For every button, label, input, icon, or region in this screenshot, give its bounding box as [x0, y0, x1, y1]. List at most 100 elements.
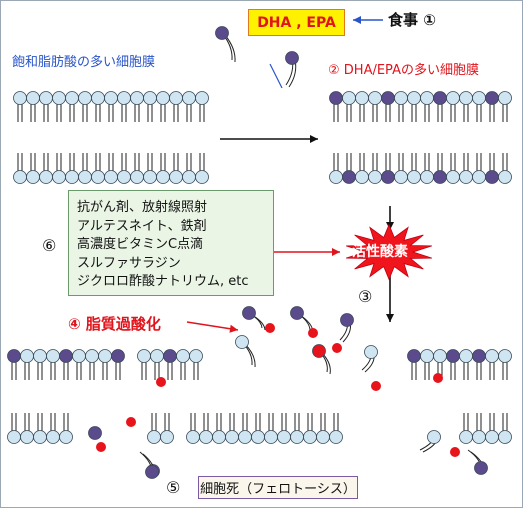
phospholipid — [316, 413, 330, 444]
lipid-head — [329, 170, 343, 184]
phospholipid — [407, 91, 421, 122]
phospholipid — [303, 413, 317, 444]
phospholipid — [46, 349, 60, 380]
lipid-head — [156, 91, 170, 105]
dha-lipid — [381, 153, 395, 184]
oxidized-lipid-dot — [96, 442, 106, 452]
dha-lipid — [485, 153, 499, 184]
dha-lipid — [163, 349, 177, 380]
phospholipid — [195, 153, 209, 184]
lipid-head — [472, 430, 486, 444]
lipid-head — [368, 170, 382, 184]
phospholipid — [459, 153, 473, 184]
active-oxygen-label: 活性酸素 — [352, 244, 408, 260]
lipid-head — [238, 430, 252, 444]
lipid-head — [98, 349, 112, 363]
lipid-head — [65, 170, 79, 184]
lipid-head — [7, 430, 21, 444]
lipid-head — [104, 91, 118, 105]
phospholipid — [52, 91, 66, 122]
phospholipid — [212, 413, 226, 444]
lipid-head — [446, 170, 460, 184]
dha-head — [381, 91, 395, 105]
phospholipid — [130, 91, 144, 122]
dha-lipid — [472, 349, 486, 380]
dha-head — [7, 349, 21, 363]
dha-epa-label: DHA , EPA — [257, 14, 336, 31]
oxygen-to-peroxidation-arrow — [386, 270, 394, 322]
oxidant-drug-list: 抗がん剤、放射線照射 アルテスネイト、鉄剤 高濃度ビタミンC点滴 スルファサラジ… — [68, 190, 274, 296]
lipid-head — [368, 91, 382, 105]
lipid-head — [251, 430, 265, 444]
damaged-membrane-bilayer — [7, 349, 512, 478]
phospholipid — [459, 91, 473, 122]
active-oxygen-burst — [345, 223, 433, 281]
lipid-head — [91, 170, 105, 184]
dha-membrane-label: ② DHA/EPAの多い細胞膜 — [328, 63, 479, 78]
dha-head — [88, 426, 102, 440]
phospholipid — [472, 413, 486, 444]
lipid-head — [130, 91, 144, 105]
oxidized-lipid-dot — [433, 373, 443, 383]
step3-marker: ③ — [358, 287, 373, 306]
phospholipid — [39, 91, 53, 122]
phospholipid — [78, 91, 92, 122]
phospholipid — [368, 153, 382, 184]
lipid-head — [78, 170, 92, 184]
lipid-head — [147, 430, 161, 444]
dha-head — [472, 349, 486, 363]
cell-death-box: 細胞死（フェロトーシス） — [198, 476, 358, 499]
phospholipid — [104, 91, 118, 122]
phospholipid — [147, 413, 161, 444]
phospholipid — [13, 91, 27, 122]
lipid-head — [150, 349, 164, 363]
phospholipid — [182, 153, 196, 184]
phospholipid — [355, 91, 369, 122]
lipid-head — [117, 91, 131, 105]
lipid-head — [342, 91, 356, 105]
cell-death-label: 細胞死（フェロトーシス） — [200, 482, 356, 497]
lipid-head — [355, 170, 369, 184]
membrane-transition-arrow — [220, 135, 318, 143]
lipid-head — [46, 349, 60, 363]
lipid-head — [65, 91, 79, 105]
phospholipid — [329, 413, 343, 444]
dha-lipid — [381, 91, 395, 122]
lipid-head — [394, 91, 408, 105]
lipid-head — [182, 170, 196, 184]
phospholipid — [98, 349, 112, 380]
phospholipid — [368, 91, 382, 122]
lipid-head — [117, 170, 131, 184]
dha-lipid — [111, 349, 125, 380]
lipid-head — [433, 349, 447, 363]
dha-lipid — [407, 349, 421, 380]
phospholipid — [91, 153, 105, 184]
meal-arrow — [269, 63, 283, 89]
phospholipid — [225, 413, 239, 444]
phospholipid — [130, 153, 144, 184]
phospholipid — [238, 413, 252, 444]
phospholipid — [329, 153, 343, 184]
phospholipid — [156, 91, 170, 122]
lipid-head — [303, 430, 317, 444]
lipid-head — [498, 430, 512, 444]
lipid-head — [329, 430, 343, 444]
dha-head — [446, 349, 460, 363]
drug-item: ジクロロ酢酸ナトリウム, etc — [77, 274, 249, 289]
free-lipid — [235, 335, 256, 368]
dha-head — [433, 170, 447, 184]
dha-lipid — [59, 349, 73, 380]
lipid-head — [264, 430, 278, 444]
drug-item: スルファサラジン — [77, 255, 181, 271]
lipid-head — [459, 349, 473, 363]
phospholipid — [7, 413, 21, 444]
dha-head — [485, 170, 499, 184]
lipid-head — [485, 430, 499, 444]
phospholipid — [472, 153, 486, 184]
lipid-head — [26, 91, 40, 105]
phospholipid — [277, 413, 291, 444]
phospholipid — [143, 91, 157, 122]
phospholipid — [104, 153, 118, 184]
phospholipid — [20, 349, 34, 380]
lipid-head — [59, 430, 73, 444]
